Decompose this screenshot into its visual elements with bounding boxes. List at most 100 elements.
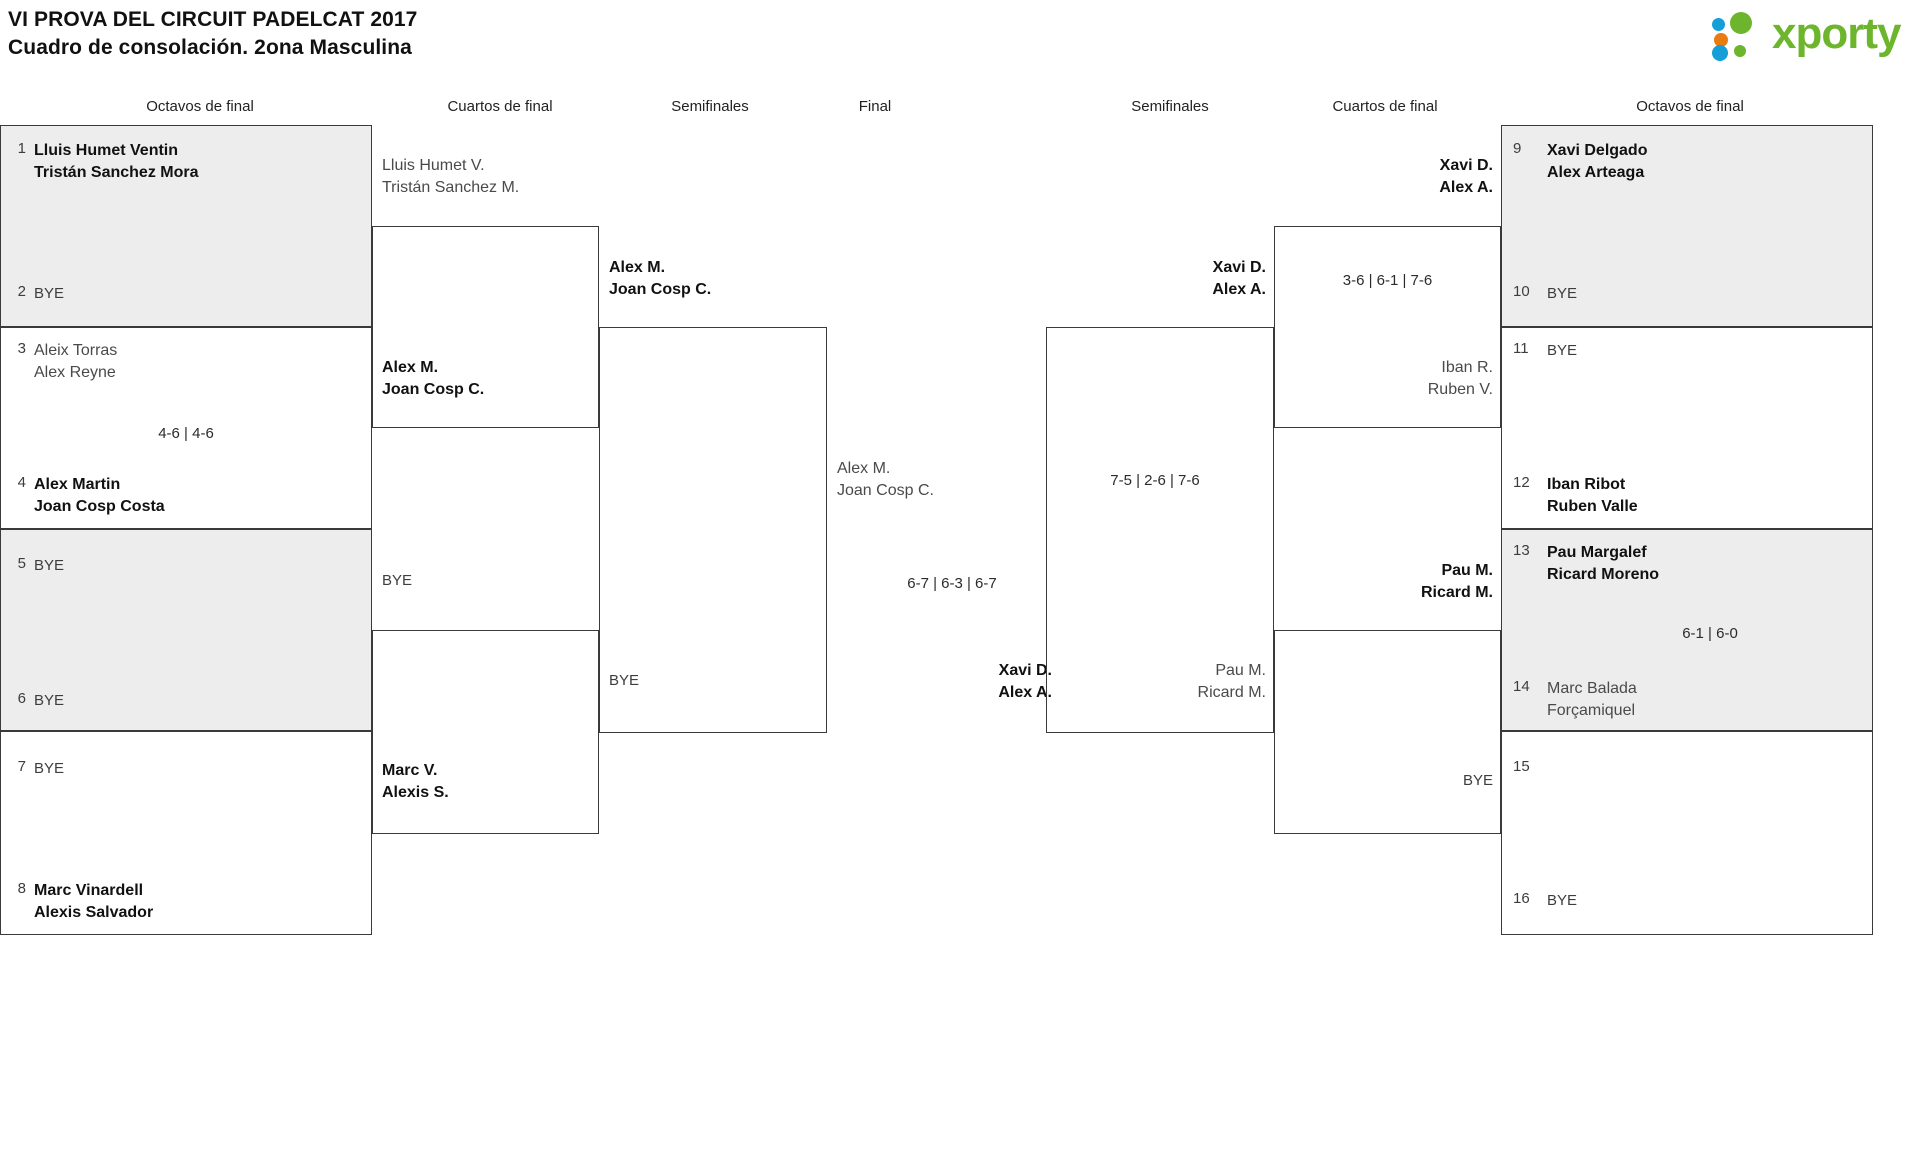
team-names: Alex M. Joan Cosp C.: [827, 458, 934, 502]
team-names: Pau M. Ricard M.: [1421, 560, 1501, 604]
match-block-l4[interactable]: [0, 731, 372, 935]
match-block-r2[interactable]: [1501, 327, 1873, 529]
slot-seed-7[interactable]: 7 BYE: [0, 758, 372, 780]
slot-seed-13[interactable]: 13 Pau Margalef Ricard Moreno: [1501, 542, 1873, 586]
team-line2: Ruben V.: [1427, 381, 1493, 398]
team-names: Marc V. Alexis S.: [372, 760, 449, 804]
team-line1: Lluis Humet V.: [382, 157, 485, 174]
seed-number: 4: [17, 474, 26, 491]
team-names: Pau M. Ricard M.: [1198, 660, 1274, 704]
team-line1: Marc V.: [382, 762, 438, 779]
team-line1: Alex M.: [837, 460, 891, 477]
seed-number: 7: [17, 758, 26, 775]
team-line1: Marc Vinardell: [34, 882, 144, 899]
match-block-l2[interactable]: [0, 327, 372, 529]
team-names: Marc Vinardell Alexis Salvador: [26, 880, 153, 924]
team-names: Alex Martin Joan Cosp Costa: [26, 474, 165, 518]
team-line2: Forçamiquel: [1547, 702, 1636, 719]
slot-rq-1[interactable]: Xavi D. Alex A.: [1274, 155, 1501, 199]
slot-seed-16[interactable]: 16 BYE: [1501, 890, 1873, 912]
team-line1: Alex M.: [609, 259, 666, 276]
seed-number: 6: [17, 690, 26, 707]
team-line2: Tristán Sanchez M.: [382, 179, 520, 196]
team-names: Lluis Humet Ventin Tristán Sanchez Mora: [26, 140, 199, 184]
slot-finalist-right[interactable]: Xavi D. Alex A.: [830, 660, 1060, 704]
team-line1: Xavi D.: [998, 662, 1052, 679]
team-line1: Lluis Humet Ventin: [34, 142, 179, 159]
slot-seed-4[interactable]: 4 Alex Martin Joan Cosp Costa: [0, 474, 372, 518]
score-r-semis: 7-5 | 2-6 | 7-6: [1110, 472, 1200, 489]
match-block-r1[interactable]: [1501, 125, 1873, 327]
team-names: Alex M. Joan Cosp C.: [372, 357, 484, 401]
team-line1: Pau M.: [1441, 562, 1493, 579]
slot-seed-6[interactable]: 6 BYE: [0, 690, 372, 712]
match-block-rq2[interactable]: [1274, 630, 1501, 834]
team-names: Aleix Torras Alex Reyne: [26, 340, 117, 384]
seed-number: 1: [17, 140, 26, 157]
slot-rq-4[interactable]: BYE: [1274, 770, 1501, 792]
team-line1: Xavi D.: [1212, 259, 1266, 276]
match-block-ls1[interactable]: [599, 327, 827, 733]
team-line1: Alex Martin: [34, 476, 121, 493]
round-header-semis-right: Semifinales: [1131, 98, 1209, 115]
round-header-cuartos-left: Cuartos de final: [447, 98, 553, 115]
slot-seed-5[interactable]: 5 BYE: [0, 555, 372, 577]
score-r-octavos-3: 6-1 | 6-0: [1682, 625, 1738, 642]
slot-lq-4[interactable]: Marc V. Alexis S.: [372, 760, 599, 804]
team-line2: Joan Cosp Costa: [34, 498, 165, 515]
team-line2: Ruben Valle: [1547, 498, 1638, 515]
slot-seed-10[interactable]: 10 BYE: [1501, 283, 1873, 305]
team-names: Marc Balada Forçamiquel: [1539, 678, 1637, 722]
round-header-cuartos-right: Cuartos de final: [1332, 98, 1438, 115]
slot-lq-2[interactable]: Alex M. Joan Cosp C.: [372, 357, 599, 401]
team-line2: Joan Cosp C.: [382, 381, 485, 398]
match-block-l1[interactable]: [0, 125, 372, 327]
slot-rq-2[interactable]: Iban R. Ruben V.: [1274, 357, 1501, 401]
logo-dots-icon: [1712, 12, 1768, 61]
slot-seed-15[interactable]: 15: [1501, 758, 1873, 775]
match-block-r4[interactable]: [1501, 731, 1873, 935]
round-header-semis-left: Semifinales: [671, 98, 749, 115]
match-block-r3[interactable]: [1501, 529, 1873, 731]
team-names: Pau Margalef Ricard Moreno: [1539, 542, 1659, 586]
slot-finalist-left[interactable]: Alex M. Joan Cosp C.: [827, 458, 1057, 502]
team-line1: Aleix Torras: [34, 342, 118, 359]
team-line2: Ricard M.: [1420, 584, 1493, 601]
slot-seed-11[interactable]: 11 BYE: [1501, 340, 1873, 362]
team-line2: Alexis S.: [382, 784, 449, 801]
team-names: BYE: [34, 760, 65, 777]
score-r-cuartos-1: 3-6 | 6-1 | 7-6: [1342, 272, 1433, 289]
slot-seed-2[interactable]: 2 BYE: [0, 283, 372, 305]
match-block-lq1[interactable]: [372, 226, 599, 428]
seed-number: 2: [17, 283, 26, 300]
tournament-title: VI PROVA DEL CIRCUIT PADELCAT 2017: [8, 8, 418, 31]
slot-seed-1[interactable]: 1 Lluis Humet Ventin Tristán Sanchez Mor…: [0, 140, 372, 184]
slot-ls-1[interactable]: Alex M. Joan Cosp C.: [599, 257, 827, 301]
team-line2: Ricard Moreno: [1547, 566, 1660, 583]
slot-seed-12[interactable]: 12 Iban Ribot Ruben Valle: [1501, 474, 1873, 518]
team-names: BYE: [34, 557, 65, 574]
match-block-lq2[interactable]: [372, 630, 599, 834]
slot-rs-2[interactable]: Pau M. Ricard M.: [1046, 660, 1274, 704]
team-names: BYE: [1462, 772, 1493, 789]
team-line1: Alex M.: [382, 359, 439, 376]
seed-number: 11: [1513, 340, 1529, 357]
match-block-rq1[interactable]: [1274, 226, 1501, 428]
slot-lq-1[interactable]: Lluis Humet V. Tristán Sanchez M.: [372, 155, 599, 199]
round-header-final: Final: [858, 98, 892, 115]
slot-rq-3[interactable]: Pau M. Ricard M.: [1274, 560, 1501, 604]
team-names: Xavi Delgado Alex Arteaga: [1539, 140, 1647, 184]
slot-seed-8[interactable]: 8 Marc Vinardell Alexis Salvador: [0, 880, 372, 924]
slot-rs-1[interactable]: Xavi D. Alex A.: [1046, 257, 1274, 301]
team-line2: Joan Cosp C.: [837, 482, 934, 499]
slot-seed-9[interactable]: 9 Xavi Delgado Alex Arteaga: [1501, 140, 1873, 184]
team-names: Xavi D. Alex A.: [1439, 155, 1501, 199]
slot-seed-14[interactable]: 14 Marc Balada Forçamiquel: [1501, 678, 1873, 722]
match-block-rs1[interactable]: [1046, 327, 1274, 733]
slot-lq-3[interactable]: BYE: [372, 570, 599, 592]
slot-ls-2[interactable]: BYE: [599, 670, 827, 692]
team-line1: Xavi D.: [1439, 157, 1493, 174]
slot-seed-3[interactable]: 3 Aleix Torras Alex Reyne: [0, 340, 372, 384]
seed-number: 14: [1513, 678, 1530, 695]
match-block-l3[interactable]: [0, 529, 372, 731]
